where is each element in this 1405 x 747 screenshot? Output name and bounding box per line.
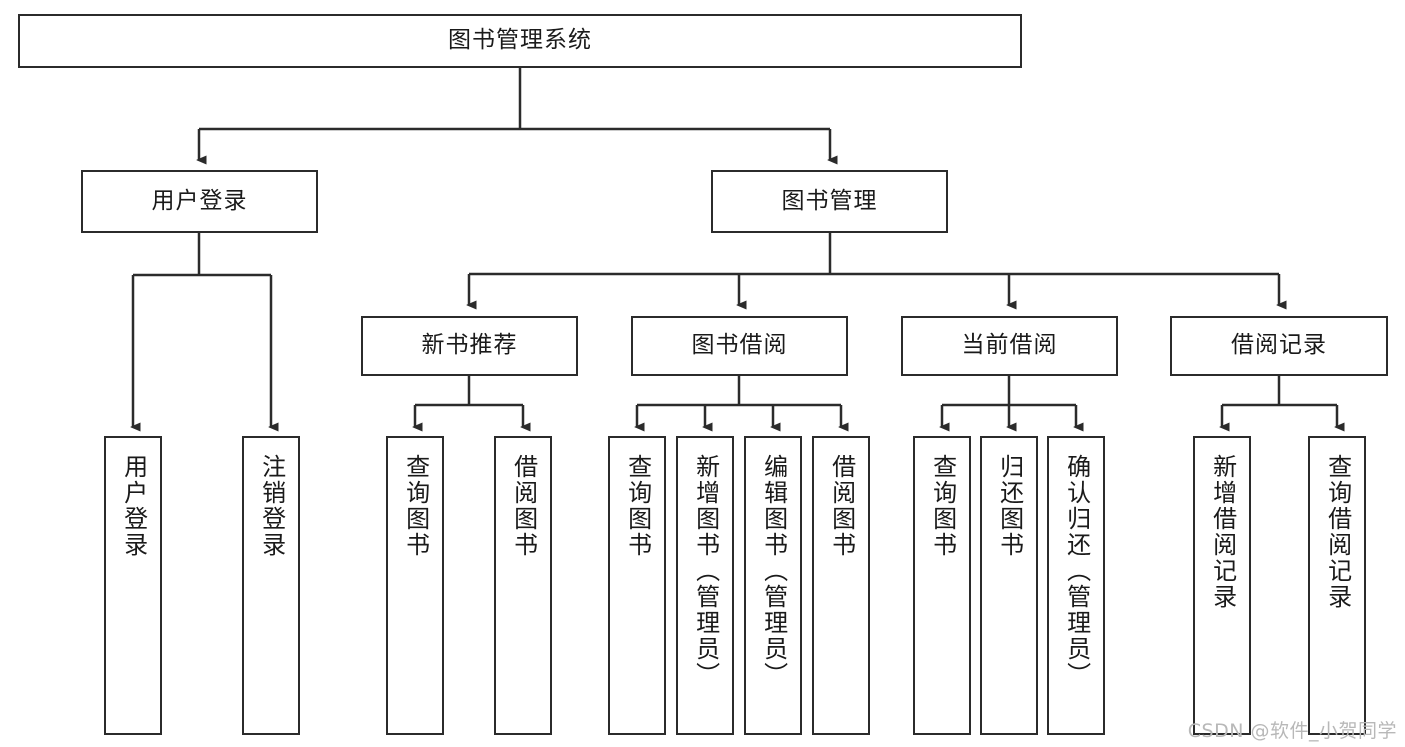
node-root-label: 图书管理系统 [448,27,592,54]
leaf-records-query[interactable]: 查询借阅记录 [1308,436,1366,735]
leaf-label: 新增借阅记录 [1208,454,1237,610]
node-user-login-label: 用户登录 [151,187,248,214]
leaf-label: 确认归还（管理员） [1062,454,1091,688]
leaf-label: 用户登录 [119,454,148,558]
csdn-watermark: CSDN @软件_小贺同学 [1187,720,1397,742]
leaf-label: 借阅图书 [509,454,538,558]
node-book-management[interactable]: 图书管理 [711,170,948,233]
node-new-book-recommend[interactable]: 新书推荐 [361,316,578,376]
leaf-user-login-signin[interactable]: 用户登录 [104,436,162,735]
node-root-system[interactable]: 图书管理系统 [18,14,1022,68]
leaf-records-add[interactable]: 新增借阅记录 [1193,436,1251,735]
leaf-borrow-query-book[interactable]: 查询图书 [608,436,666,735]
leaf-label: 查询图书 [623,454,652,558]
leaf-label: 编辑图书（管理员） [759,454,788,688]
leaf-label: 查询图书 [401,454,430,558]
leaf-label: 新增图书（管理员） [691,454,720,688]
node-book-borrow-label: 图书借阅 [691,332,788,359]
node-borrow-records[interactable]: 借阅记录 [1170,316,1388,376]
leaf-borrow-edit-book[interactable]: 编辑图书（管理员） [744,436,802,735]
node-current-borrow-label: 当前借阅 [961,332,1058,359]
node-borrow-records-label: 借阅记录 [1231,332,1327,359]
leaf-label: 归还图书 [995,454,1024,558]
leaf-current-confirm-return[interactable]: 确认归还（管理员） [1047,436,1105,735]
leaf-label: 注销登录 [257,454,286,558]
leaf-label: 借阅图书 [827,454,856,558]
leaf-user-login-signout[interactable]: 注销登录 [242,436,300,735]
leaf-label: 查询图书 [928,454,957,558]
leaf-borrow-add-book[interactable]: 新增图书（管理员） [676,436,734,735]
leaf-current-return-book[interactable]: 归还图书 [980,436,1038,735]
leaf-new-book-query[interactable]: 查询图书 [386,436,444,735]
node-current-borrow[interactable]: 当前借阅 [901,316,1118,376]
node-user-login[interactable]: 用户登录 [81,170,318,233]
leaf-borrow-borrow-book[interactable]: 借阅图书 [812,436,870,735]
leaf-current-query-book[interactable]: 查询图书 [913,436,971,735]
node-book-management-label: 图书管理 [781,187,878,214]
leaf-label: 查询借阅记录 [1323,454,1352,610]
node-new-book-recommend-label: 新书推荐 [421,332,518,359]
node-book-borrow[interactable]: 图书借阅 [631,316,848,376]
leaf-new-book-borrow[interactable]: 借阅图书 [494,436,552,735]
